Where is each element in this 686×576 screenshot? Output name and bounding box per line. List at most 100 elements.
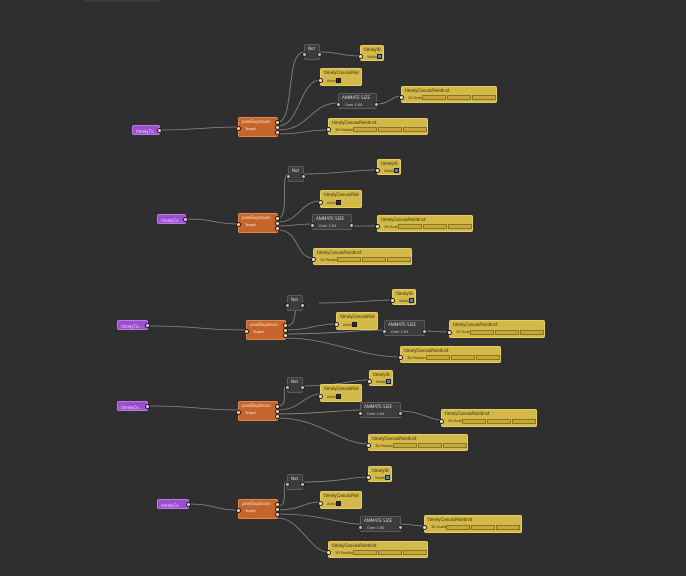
- value-field[interactable]: [446, 525, 470, 530]
- value-field[interactable]: [398, 224, 422, 229]
- output-port[interactable]: [275, 216, 280, 221]
- input-port[interactable]: [390, 298, 395, 303]
- value-field[interactable]: [470, 330, 494, 335]
- input-port[interactable]: [318, 394, 323, 399]
- value-field[interactable]: [353, 550, 377, 555]
- not-node[interactable]: Not: [285, 377, 305, 393]
- active-checkbox[interactable]: [336, 501, 341, 506]
- event-node[interactable]: timelyCe...: [117, 401, 150, 411]
- animate-node[interactable]: ANIMATE SIZE Over 1:00: [358, 516, 403, 532]
- position-node[interactable]: timelyCanvasPointInst 3D Position: [398, 346, 501, 363]
- input-port[interactable]: [310, 223, 315, 228]
- output-port[interactable]: [317, 52, 322, 57]
- scale-node[interactable]: timelyCanvasPointInst 3D Scale: [447, 320, 545, 338]
- input-port[interactable]: [286, 174, 291, 179]
- output-port[interactable]: [374, 102, 379, 107]
- visible-node[interactable]: timelyVisible Visible: [367, 370, 393, 386]
- value-field[interactable]: [496, 525, 520, 530]
- value-field[interactable]: [476, 355, 500, 360]
- active-checkbox[interactable]: [352, 322, 357, 327]
- value-field[interactable]: [487, 419, 511, 424]
- value-field[interactable]: [448, 224, 472, 229]
- input-port[interactable]: [399, 95, 404, 100]
- not-node[interactable]: Not: [285, 295, 305, 311]
- active-checkbox[interactable]: [336, 394, 341, 399]
- input-port[interactable]: [318, 78, 323, 83]
- input-port[interactable]: [367, 379, 372, 384]
- not-node[interactable]: Not: [286, 166, 306, 182]
- not-node[interactable]: Not: [302, 44, 322, 60]
- output-port[interactable]: [275, 125, 280, 130]
- active-checkbox[interactable]: [336, 78, 341, 83]
- output-port[interactable]: [398, 525, 403, 530]
- input-port[interactable]: [375, 168, 380, 173]
- value-field[interactable]: [337, 257, 361, 262]
- input-port[interactable]: [285, 385, 290, 390]
- value-field[interactable]: [403, 127, 427, 132]
- output-port[interactable]: [300, 303, 305, 308]
- visible-checkbox[interactable]: [385, 475, 390, 480]
- animate-node[interactable]: ANIMATE SIZE Over 1:00: [336, 93, 379, 109]
- input-port[interactable]: [375, 224, 380, 229]
- active-checkbox[interactable]: [336, 200, 341, 205]
- output-port[interactable]: [145, 404, 150, 409]
- position-node[interactable]: timelyCanvasPointInst 3D Position: [326, 541, 428, 558]
- output-port[interactable]: [145, 323, 150, 328]
- scale-node[interactable]: timelyCanvasPointInst 3D Scale: [422, 515, 522, 533]
- input-port[interactable]: [285, 303, 290, 308]
- visible-checkbox[interactable]: [386, 379, 391, 384]
- position-node[interactable]: timelyCanvasPointInst 3D Position: [326, 118, 428, 135]
- value-field[interactable]: [462, 419, 486, 424]
- action-node[interactable]: pixelExplosion Target: [236, 499, 280, 519]
- output-port[interactable]: [283, 323, 288, 328]
- output-port[interactable]: [301, 174, 306, 179]
- animate-node[interactable]: ANIMATE SIZE Over 1:00: [358, 402, 403, 418]
- visible-checkbox[interactable]: [409, 298, 414, 303]
- visible-checkbox[interactable]: [394, 168, 399, 173]
- input-port[interactable]: [236, 222, 241, 227]
- input-port[interactable]: [358, 525, 363, 530]
- value-field[interactable]: [512, 419, 536, 424]
- input-port[interactable]: [318, 200, 323, 205]
- active-node[interactable]: timelyCanvasPointInst Active: [318, 491, 362, 509]
- output-port[interactable]: [283, 333, 288, 338]
- value-field[interactable]: [362, 257, 386, 262]
- value-field[interactable]: [423, 224, 447, 229]
- value-field[interactable]: [403, 550, 427, 555]
- value-field[interactable]: [451, 355, 475, 360]
- output-port[interactable]: [186, 502, 191, 507]
- output-port[interactable]: [275, 130, 280, 135]
- input-port[interactable]: [236, 126, 241, 131]
- input-port[interactable]: [236, 410, 241, 415]
- value-field[interactable]: [353, 127, 377, 132]
- visible-checkbox[interactable]: [377, 54, 382, 59]
- input-port[interactable]: [358, 54, 363, 59]
- action-node[interactable]: pixelExplosion Target: [236, 401, 280, 421]
- active-node[interactable]: timelyCanvasPointInst Active: [334, 312, 378, 330]
- value-field[interactable]: [426, 355, 450, 360]
- input-port[interactable]: [302, 52, 307, 57]
- input-port[interactable]: [236, 508, 241, 513]
- input-port[interactable]: [422, 525, 427, 530]
- animate-node[interactable]: ANIMATE SIZE Over 1:00: [382, 320, 427, 336]
- value-field[interactable]: [471, 525, 495, 530]
- action-node[interactable]: pixelExplosion Target: [236, 117, 280, 137]
- value-field[interactable]: [443, 443, 467, 448]
- output-port[interactable]: [275, 512, 280, 517]
- output-port[interactable]: [275, 409, 280, 414]
- event-node[interactable]: timelyTic...: [117, 320, 150, 330]
- output-port[interactable]: [157, 128, 162, 133]
- output-port[interactable]: [275, 404, 280, 409]
- output-port[interactable]: [300, 482, 305, 487]
- value-field[interactable]: [393, 443, 417, 448]
- input-port[interactable]: [336, 102, 341, 107]
- scale-node[interactable]: timelyCanvasPointInst 3D Scale: [375, 215, 473, 232]
- scale-node[interactable]: timelyCanvasPointInst 3D Scale: [439, 409, 537, 427]
- event-node[interactable]: timelyCa: [157, 499, 191, 509]
- value-field[interactable]: [418, 443, 442, 448]
- input-port[interactable]: [447, 330, 452, 335]
- output-port[interactable]: [275, 502, 280, 507]
- visible-node[interactable]: timelyVisible Visible: [358, 45, 384, 61]
- value-field[interactable]: [495, 330, 519, 335]
